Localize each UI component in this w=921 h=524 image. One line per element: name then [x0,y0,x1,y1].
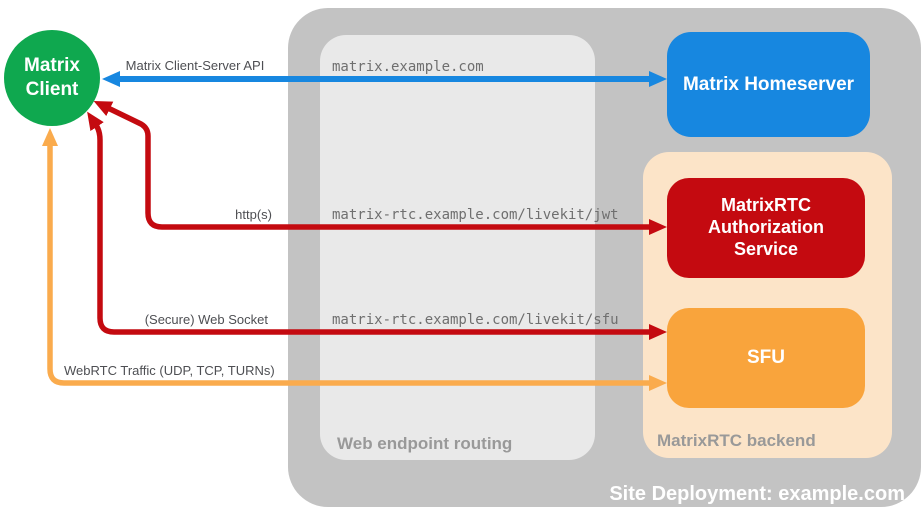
web-endpoint-routing-box [320,35,595,460]
matrix-client-node: Matrix Client [4,30,100,126]
websocket-arrow-label: (Secure) Web Socket [144,312,268,327]
client-server-api-arrow-label: Matrix Client-Server API [125,58,265,73]
matrixrtc-authorization-service-node: MatrixRTC Authorization Service [667,178,865,278]
matrixrtc-backend-label: MatrixRTC backend [657,431,816,450]
site-deployment-title: Site Deployment: example.com [609,483,905,505]
endpoint-livekit-sfu: matrix-rtc.example.com/livekit/sfu [332,312,619,328]
matrixrtc-authorization-service-label: MatrixRTC Authorization Service [708,195,824,259]
https-arrow-label: http(s) [235,207,272,222]
endpoint-livekit-jwt: matrix-rtc.example.com/livekit/jwt [332,207,619,223]
matrix-homeserver-label: Matrix Homeserver [682,73,855,95]
matrix-client-label: Matrix Client [24,55,80,100]
sfu-node: SFU [667,308,865,408]
sfu-label: SFU [747,347,785,368]
matrix-homeserver-node: Matrix Homeserver [667,32,870,137]
web-endpoint-routing-label: Web endpoint routing [337,434,513,453]
endpoint-matrix-example-com: matrix.example.com [332,59,484,75]
webrtc-arrow-label: WebRTC Traffic (UDP, TCP, TURNs) [64,363,275,378]
